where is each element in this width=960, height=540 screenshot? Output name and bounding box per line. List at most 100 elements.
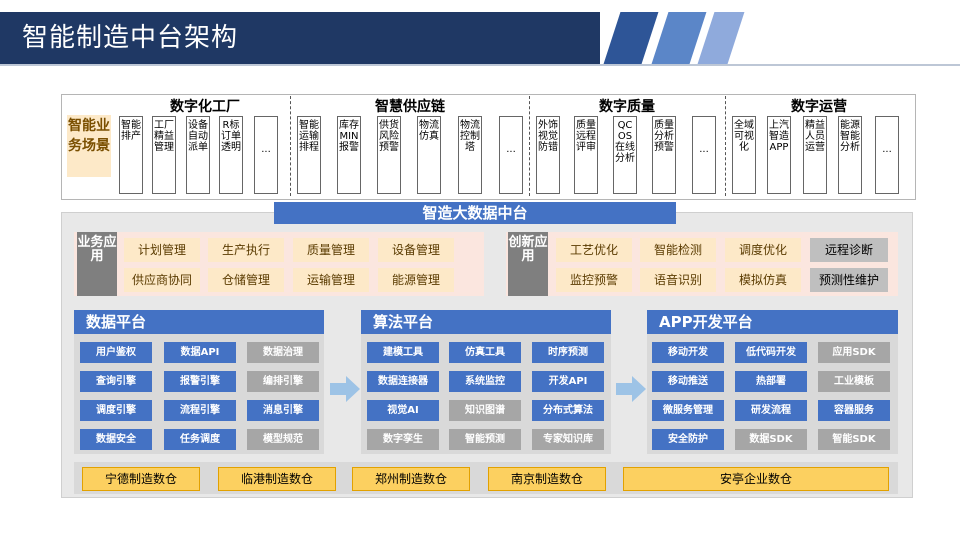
warehouse-item[interactable]: 安亭企业数仓 <box>623 467 889 491</box>
module[interactable]: 微服务管理 <box>652 400 724 421</box>
module[interactable]: 时序预测 <box>532 342 604 363</box>
module[interactable]: 数据SDK <box>735 429 807 450</box>
module[interactable]: 消息引擎 <box>247 400 319 421</box>
module[interactable]: 安全防护 <box>652 429 724 450</box>
scenario-item[interactable]: 智能运输排程 <box>297 116 321 194</box>
scenario-item[interactable]: 供货风险预警 <box>377 116 401 194</box>
business-app-item[interactable]: 生产执行 <box>208 238 284 262</box>
scenario-item[interactable]: 精益人员运营 <box>803 116 827 194</box>
module[interactable]: 知识图谱 <box>449 400 521 421</box>
banner-stripe-3 <box>697 12 745 64</box>
app-dev-platform-header: APP开发平台 <box>647 310 898 334</box>
module[interactable]: 研发流程 <box>735 400 807 421</box>
innovation-app-item[interactable]: 调度优化 <box>725 238 801 262</box>
innovation-app-item[interactable]: 工艺优化 <box>556 238 632 262</box>
innovation-app-item[interactable]: 语音识别 <box>640 268 716 292</box>
module[interactable]: 低代码开发 <box>735 342 807 363</box>
module[interactable]: 智能SDK <box>818 429 890 450</box>
banner-stripe-2 <box>651 12 707 64</box>
module[interactable]: 移动开发 <box>652 342 724 363</box>
module[interactable]: 数据安全 <box>80 429 152 450</box>
module[interactable]: 建模工具 <box>367 342 439 363</box>
banner-background <box>0 12 600 64</box>
scenario-item-more[interactable]: ... <box>692 116 716 194</box>
scenario-item[interactable]: 全域可视化 <box>732 116 756 194</box>
module[interactable]: 任务调度 <box>164 429 236 450</box>
module[interactable]: 应用SDK <box>818 342 890 363</box>
scenario-item[interactable]: 能源智能分析 <box>838 116 862 194</box>
header-banner: 智能制造中台架构 <box>0 0 960 64</box>
module[interactable]: 分布式算法 <box>532 400 604 421</box>
scenario-item-more[interactable]: ... <box>499 116 523 194</box>
module[interactable]: 智能预测 <box>449 429 521 450</box>
module[interactable]: 报警引擎 <box>164 371 236 392</box>
scenario-item[interactable]: 智能排产 <box>119 116 143 194</box>
scenario-item-more[interactable]: ... <box>875 116 899 194</box>
warehouse-item[interactable]: 郑州制造数仓 <box>352 467 470 491</box>
business-app-item[interactable]: 供应商协同 <box>124 268 200 292</box>
module[interactable]: 模型规范 <box>247 429 319 450</box>
business-app-item[interactable]: 设备管理 <box>378 238 454 262</box>
module[interactable]: 专家知识库 <box>532 429 604 450</box>
scenario-item[interactable]: 上汽智造APP <box>767 116 791 194</box>
business-app-item[interactable]: 仓储管理 <box>208 268 284 292</box>
module[interactable]: 数据连接器 <box>367 371 439 392</box>
group-divider-2 <box>529 96 530 196</box>
innovation-app-item[interactable]: 模拟仿真 <box>725 268 801 292</box>
group-title-digital-quality: 数字质量 <box>599 99 655 115</box>
scenario-item[interactable]: 质量分析预警 <box>652 116 676 194</box>
scenario-item[interactable]: R标订单透明 <box>219 116 243 194</box>
scenario-item[interactable]: QCOS在线分析 <box>613 116 637 194</box>
module[interactable]: 用户鉴权 <box>80 342 152 363</box>
business-app-item[interactable]: 计划管理 <box>124 238 200 262</box>
module[interactable]: 数据治理 <box>247 342 319 363</box>
module[interactable]: 热部署 <box>735 371 807 392</box>
innovation-app-item[interactable]: 远程诊断 <box>810 238 888 262</box>
header-divider <box>0 64 960 66</box>
scenario-item[interactable]: 库存MIN报警 <box>337 116 361 194</box>
scenario-item[interactable]: 工厂精益管理 <box>152 116 176 194</box>
module[interactable]: 工业模板 <box>818 371 890 392</box>
scenario-item[interactable]: 物流控制塔 <box>458 116 482 194</box>
innovation-apps-tag: 创新应用 <box>508 232 548 296</box>
business-app-item[interactable]: 质量管理 <box>293 238 369 262</box>
banner-stripe-1 <box>603 12 659 64</box>
group-divider-1 <box>290 96 291 196</box>
innovation-app-item[interactable]: 监控预警 <box>556 268 632 292</box>
module[interactable]: 仿真工具 <box>449 342 521 363</box>
group-divider-3 <box>725 96 726 196</box>
module[interactable]: 系统监控 <box>449 371 521 392</box>
module[interactable]: 流程引擎 <box>164 400 236 421</box>
algorithm-platform-header: 算法平台 <box>361 310 611 334</box>
module[interactable]: 视觉AI <box>367 400 439 421</box>
scenario-label: 智能业务场景 <box>67 115 111 177</box>
module[interactable]: 数字孪生 <box>367 429 439 450</box>
group-title-smart-supply-chain: 智慧供应链 <box>375 99 445 115</box>
module[interactable]: 数据API <box>164 342 236 363</box>
innovation-app-item[interactable]: 预测性维护 <box>810 268 888 292</box>
group-title-digital-factory: 数字化工厂 <box>170 99 240 115</box>
scenario-item-more[interactable]: ... <box>254 116 278 194</box>
warehouse-item[interactable]: 南京制造数仓 <box>488 467 606 491</box>
module[interactable]: 移动推送 <box>652 371 724 392</box>
module[interactable]: 容器服务 <box>818 400 890 421</box>
module[interactable]: 开发API <box>532 371 604 392</box>
module[interactable]: 查询引擎 <box>80 371 152 392</box>
warehouse-item[interactable]: 临港制造数仓 <box>218 467 336 491</box>
scenario-item[interactable]: 设备自动派单 <box>186 116 210 194</box>
business-app-item[interactable]: 能源管理 <box>378 268 454 292</box>
innovation-app-item[interactable]: 智能检测 <box>640 238 716 262</box>
warehouse-item[interactable]: 宁德制造数仓 <box>82 467 200 491</box>
business-app-item[interactable]: 运输管理 <box>293 268 369 292</box>
platform-title: 智造大数据中台 <box>274 202 676 224</box>
right-arrow-icon <box>330 376 360 402</box>
module[interactable]: 调度引擎 <box>80 400 152 421</box>
scenario-item[interactable]: 物流仿真 <box>417 116 441 194</box>
scenario-item[interactable]: 外饰视觉防错 <box>536 116 560 194</box>
page-title: 智能制造中台架构 <box>22 23 239 53</box>
scenario-item[interactable]: 质量远程评审 <box>574 116 598 194</box>
module[interactable]: 编排引擎 <box>247 371 319 392</box>
business-apps-tag: 业务应用 <box>77 232 117 296</box>
group-title-digital-operations: 数字运营 <box>791 99 847 115</box>
